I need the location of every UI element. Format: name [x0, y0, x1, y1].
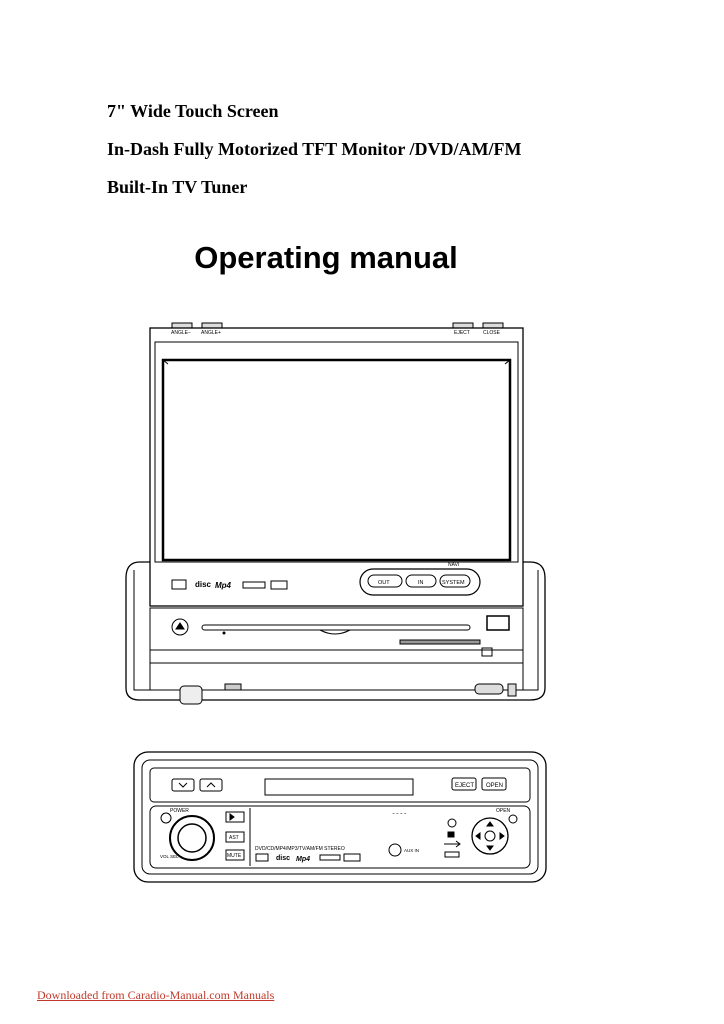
front-panel-illustration: EJECT OPEN POWER VOL SEL AST MUTE DVD/CD… — [133, 751, 547, 883]
formats-label: DVD/CD/MP4/MP3/TV/AM/FM STEREO — [255, 846, 345, 852]
close-label: CLOSE — [483, 330, 501, 336]
device-front-illustration: ANGLE− ANGLE+ EJECT CLOSE NAVI OUT IN SY… — [125, 322, 546, 705]
direction-pad-icon — [475, 821, 505, 851]
angle-plus-label: ANGLE+ — [201, 330, 221, 336]
angle-minus-label: ANGLE− — [171, 330, 191, 336]
dolby-logo-icon — [242, 581, 266, 589]
card-slot-icon — [447, 831, 455, 838]
open-label: OPEN — [496, 808, 511, 814]
mp4-logo-label: Mp4 — [215, 581, 232, 590]
heading-screen: 7" Wide Touch Screen — [107, 101, 279, 121]
mute-label: MUTE — [227, 853, 242, 859]
page-title: Operating manual — [194, 240, 458, 275]
ir-sensor-icon — [447, 818, 457, 828]
chevron-up-icon — [206, 782, 216, 788]
aux-in-jack — [388, 843, 402, 857]
open-button-label: OPEN — [486, 783, 503, 789]
svg-text:~ ~ ~ ~: ~ ~ ~ ~ — [392, 811, 407, 816]
usb-icon — [444, 840, 461, 848]
heading-monitor: In-Dash Fully Motorized TFT Monitor /DVD… — [107, 139, 522, 159]
navi-label: NAVI — [448, 562, 459, 568]
power-icon — [160, 812, 172, 824]
heading-tuner: Built-In TV Tuner — [107, 177, 248, 197]
aux-in-label: AUX IN — [404, 848, 419, 853]
vol-sel-label: VOL SEL — [160, 854, 179, 859]
footer-source-link[interactable]: Downloaded from Caradio-Manual.com Manua… — [37, 988, 275, 1002]
disc-logo-label: disc — [276, 855, 290, 862]
play-pause-icon — [229, 813, 235, 821]
eject-label: EJECT — [454, 330, 470, 336]
dvd-logo-icon — [255, 853, 269, 862]
mp4-logo-label: Mp4 — [296, 856, 310, 863]
dolby-logo-icon — [319, 854, 341, 861]
in-button-label: IN — [418, 580, 424, 586]
system-button-label: SYSTEM — [442, 580, 465, 586]
tv-tuner-logo-icon — [343, 853, 361, 862]
ast-label: AST — [229, 835, 239, 841]
power-label: POWER — [170, 808, 189, 814]
out-button-label: OUT — [378, 580, 390, 586]
disc-logo-label: disc — [195, 580, 212, 589]
tv-tuner-logo-icon — [270, 580, 288, 590]
chevron-down-icon — [178, 782, 188, 788]
eject-button-label: EJECT — [455, 783, 474, 789]
dvd-logo-icon — [171, 579, 187, 590]
